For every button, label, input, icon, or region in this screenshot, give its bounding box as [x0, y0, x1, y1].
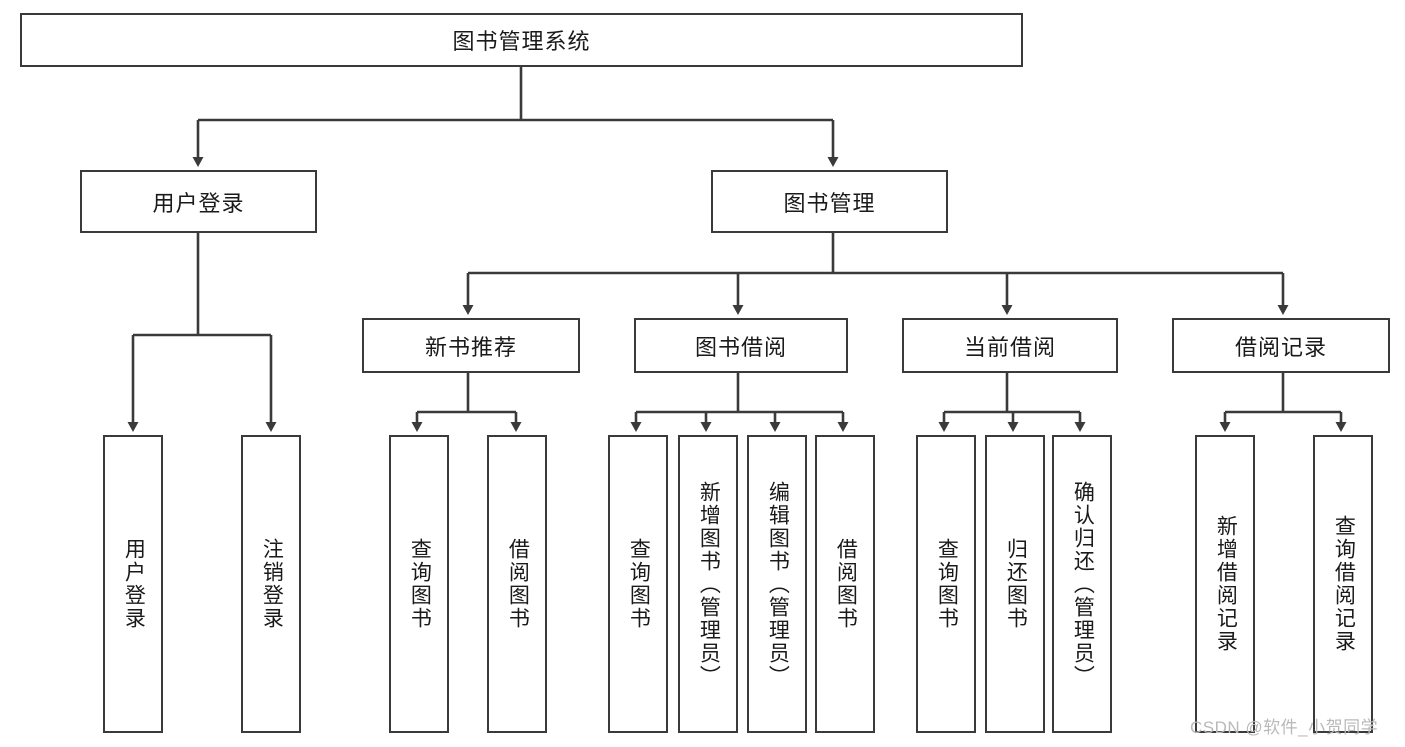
node-new-book-recommend[interactable]: 新书推荐 [362, 318, 580, 373]
node-root[interactable]: 图书管理系统 [20, 13, 1023, 67]
leaf-label: 编辑图书（管理员） [766, 480, 790, 688]
leaf-label: 新增借阅记录 [1214, 515, 1238, 653]
node-book-borrow[interactable]: 图书借阅 [634, 318, 848, 373]
leaf-label: 查询借阅记录 [1332, 515, 1356, 653]
leaf-borrow-book[interactable]: 借阅图书 [815, 435, 875, 733]
leaf-label: 新增图书（管理员） [697, 480, 721, 688]
leaf-label: 查询图书 [935, 538, 959, 630]
leaf-label: 借阅图书 [506, 538, 530, 630]
leaf-label: 归还图书 [1004, 538, 1028, 630]
node-user-login[interactable]: 用户登录 [80, 170, 317, 233]
leaf-label: 注销登录 [260, 538, 284, 630]
leaf-label: 确认归还（管理员） [1071, 480, 1095, 688]
leaf-label: 借阅图书 [834, 538, 858, 630]
leaf-query-borrow-record[interactable]: 查询借阅记录 [1313, 435, 1373, 733]
leaf-add-book-admin[interactable]: 新增图书（管理员） [678, 435, 738, 733]
node-book-management[interactable]: 图书管理 [711, 170, 948, 233]
leaf-confirm-return-admin[interactable]: 确认归还（管理员） [1052, 435, 1112, 733]
leaf-label: 查询图书 [408, 538, 432, 630]
leaf-label: 查询图书 [627, 538, 651, 630]
node-current-borrow[interactable]: 当前借阅 [902, 318, 1118, 373]
leaf-query-book-current[interactable]: 查询图书 [916, 435, 976, 733]
leaf-query-book-newbook[interactable]: 查询图书 [389, 435, 449, 733]
leaf-return-book[interactable]: 归还图书 [985, 435, 1045, 733]
leaf-borrow-book-newbook[interactable]: 借阅图书 [487, 435, 547, 733]
node-borrow-record[interactable]: 借阅记录 [1172, 318, 1390, 373]
leaf-query-book-borrow[interactable]: 查询图书 [608, 435, 668, 733]
leaf-logout-login[interactable]: 注销登录 [241, 435, 301, 733]
leaf-add-borrow-record[interactable]: 新增借阅记录 [1195, 435, 1255, 733]
leaf-user-login[interactable]: 用户登录 [103, 435, 163, 733]
csdn-watermark: CSDN @软件_小贺同学 [1190, 718, 1379, 737]
leaf-edit-book-admin[interactable]: 编辑图书（管理员） [747, 435, 807, 733]
leaf-label: 用户登录 [122, 538, 146, 630]
